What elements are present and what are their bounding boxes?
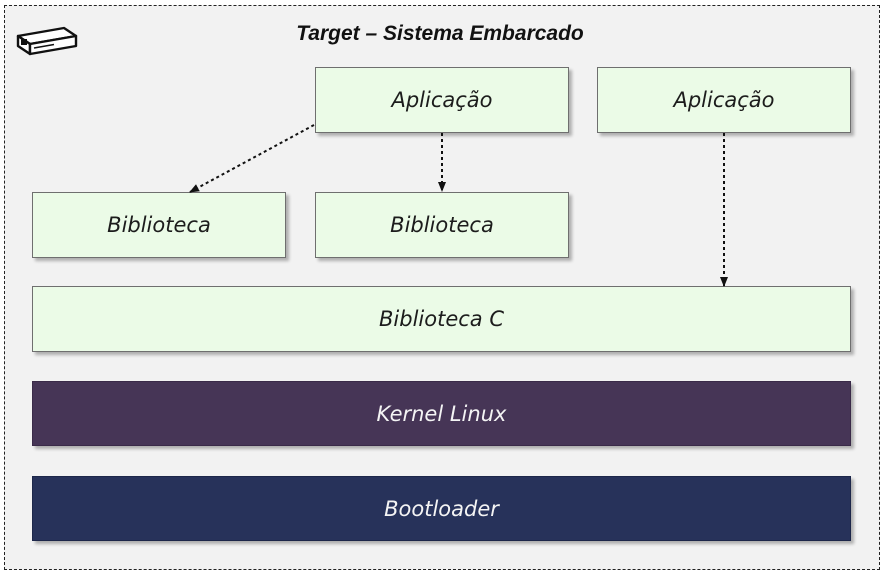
- application-box-1: Aplicação: [315, 67, 569, 133]
- diagram-title: Target – Sistema Embarcado: [296, 22, 584, 45]
- application-box-2: Aplicação: [597, 67, 851, 133]
- c-library-box: Biblioteca C: [32, 286, 851, 352]
- embedded-device-icon: [16, 26, 78, 56]
- bootloader-box: Bootloader: [32, 476, 851, 541]
- library-box-2: Biblioteca: [315, 192, 569, 258]
- library-box-1: Biblioteca: [32, 192, 286, 258]
- kernel-linux-box: Kernel Linux: [32, 381, 851, 446]
